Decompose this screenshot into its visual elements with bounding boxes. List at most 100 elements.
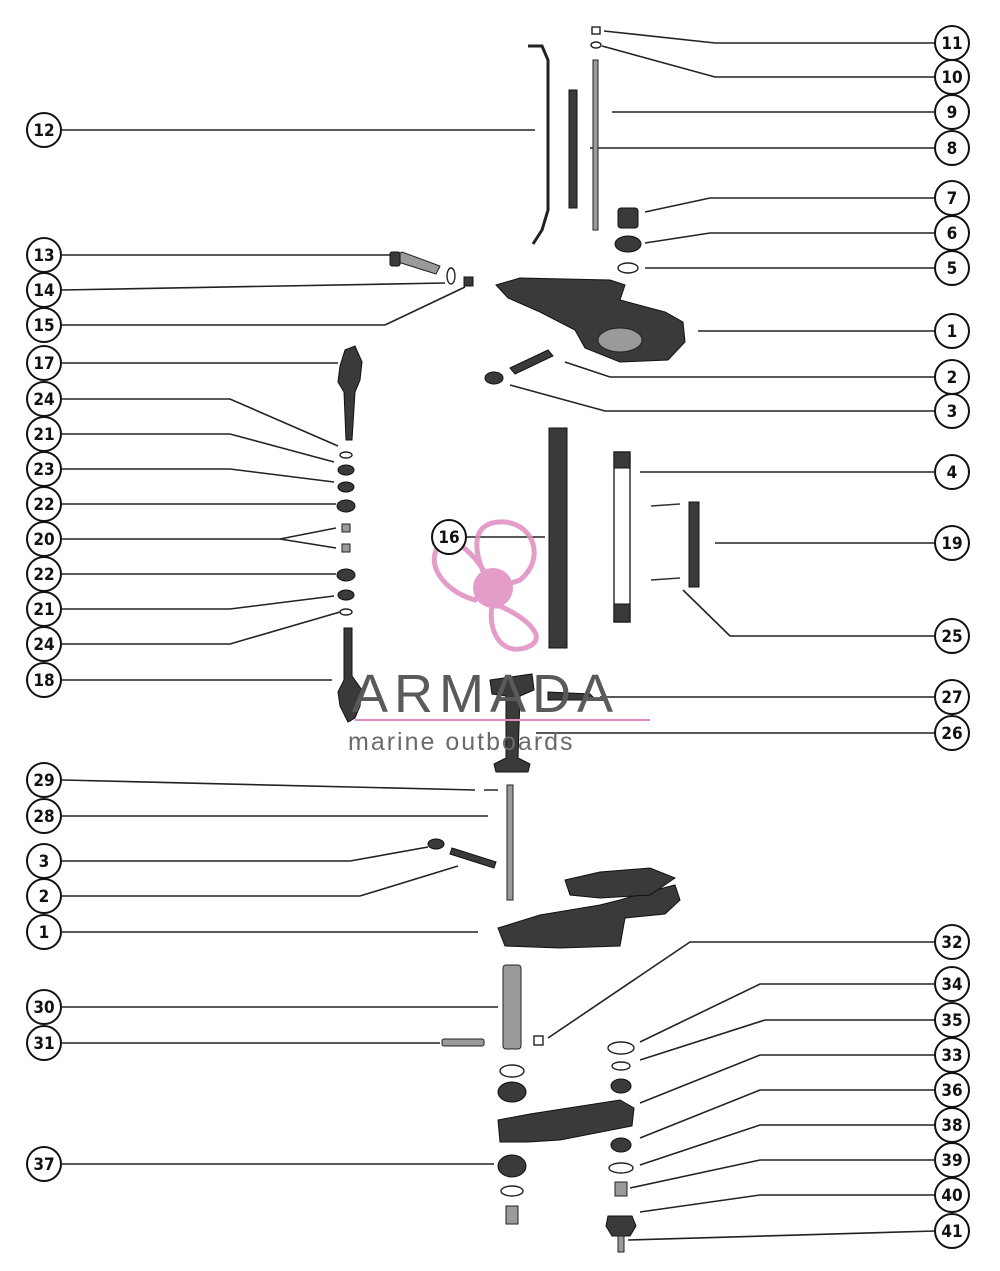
callout-17: 17 [26, 345, 62, 381]
callout-31: 31 [26, 1025, 62, 1061]
callout-26: 26 [934, 715, 970, 751]
callout-21: 21 [26, 591, 62, 627]
tube-part [613, 451, 631, 623]
callout-number: 1 [947, 322, 958, 342]
small-nut-part [591, 26, 601, 35]
callout-circle [934, 94, 970, 130]
rod-part [688, 501, 700, 588]
clamp-screw-part [489, 673, 535, 773]
small-washer-part [590, 41, 602, 49]
bracket-hole [597, 327, 643, 353]
callout-circle [26, 1146, 62, 1182]
callout-number: 27 [941, 688, 962, 708]
callout-18: 18 [26, 662, 62, 698]
callout-35: 35 [934, 1002, 970, 1038]
callout-14: 14 [26, 272, 62, 308]
callout-1: 1 [934, 313, 970, 349]
ring-part [336, 499, 356, 513]
cap-lower-part [427, 838, 445, 850]
callout-number: 20 [33, 530, 54, 550]
leader-lines [61, 30, 936, 1241]
callout-number: 22 [33, 495, 54, 515]
bent-rod-part [528, 44, 550, 245]
swivel-bracket-upper-part [495, 277, 686, 363]
swivel-bracket-lower-part [497, 884, 681, 949]
callout-number: 34 [941, 975, 962, 995]
callout-circle [26, 914, 62, 950]
pin-part [509, 349, 554, 375]
ring-part [337, 464, 355, 476]
callout-32: 32 [934, 924, 970, 960]
bushing-36-part [610, 1137, 632, 1153]
callout-7: 7 [934, 180, 970, 216]
callout-number: 2 [39, 887, 50, 907]
callout-number: 22 [33, 565, 54, 585]
callout-circle [934, 313, 970, 349]
callout-number: 11 [941, 34, 962, 54]
callout-number: 8 [947, 139, 958, 159]
cotter-pin-part [650, 577, 681, 581]
callout-21: 21 [26, 416, 62, 452]
callout-number: 19 [941, 534, 962, 554]
callout-circle [934, 966, 970, 1002]
ring-part [336, 568, 356, 582]
ring-part [337, 481, 355, 493]
callout-number: 1 [39, 923, 50, 943]
callout-24: 24 [26, 626, 62, 662]
callout-number: 9 [947, 103, 958, 123]
callout-number: 21 [33, 425, 54, 445]
callout-2: 2 [934, 359, 970, 395]
callout-38: 38 [934, 1107, 970, 1143]
screw-part [441, 1038, 485, 1047]
callout-number: 13 [33, 246, 54, 266]
callout-1: 1 [26, 914, 62, 950]
callout-number: 26 [941, 724, 962, 744]
bushing-37-part [497, 1154, 527, 1178]
bushing-33-part [610, 1078, 632, 1094]
callout-circle [934, 924, 970, 960]
tube-thread-top [613, 451, 631, 469]
bolt-lower-part [505, 1205, 519, 1225]
callout-number: 37 [33, 1155, 54, 1175]
callout-number: 3 [39, 852, 50, 872]
callout-circle [26, 878, 62, 914]
washer-part [617, 262, 639, 274]
callout-23: 23 [26, 451, 62, 487]
callout-number: 4 [947, 463, 958, 483]
watermark-brand: ARMADA [352, 664, 619, 724]
callout-number: 30 [33, 998, 54, 1018]
callout-2: 2 [26, 878, 62, 914]
callout-circle [26, 762, 62, 798]
callout-circle [934, 525, 970, 561]
upper-parts-group [389, 26, 686, 385]
callout-5: 5 [934, 250, 970, 286]
watermark-tagline: marine outboards [348, 728, 575, 756]
callout-number: 15 [33, 316, 54, 336]
bolt-39-part [614, 1181, 628, 1197]
callout-number: 2 [947, 368, 958, 388]
threaded-rod-part [568, 89, 578, 209]
callout-28: 28 [26, 798, 62, 834]
long-rod-part [592, 59, 599, 231]
callout-24: 24 [26, 381, 62, 417]
callout-circle [26, 662, 62, 698]
arm-end-lower-part [337, 627, 363, 723]
callout-4: 4 [934, 454, 970, 490]
callout-number: 38 [941, 1116, 962, 1136]
callout-3: 3 [934, 393, 970, 429]
callout-circle [934, 618, 970, 654]
callout-number: 31 [33, 1034, 54, 1054]
pin-lower-part [449, 847, 497, 869]
lower-rod-part [506, 784, 514, 901]
washer-37-part [500, 1185, 524, 1197]
callout-40: 40 [934, 1177, 970, 1213]
tiller-arm-part [497, 1099, 635, 1143]
callout-6: 6 [934, 215, 970, 251]
watermark: ARMADA marine outboards [348, 519, 650, 756]
lower-parts-group [427, 784, 681, 1253]
callout-number: 3 [947, 402, 958, 422]
callout-36: 36 [934, 1072, 970, 1108]
callout-number: 41 [941, 1222, 962, 1242]
callout-circle [934, 250, 970, 286]
callout-circle [934, 454, 970, 490]
